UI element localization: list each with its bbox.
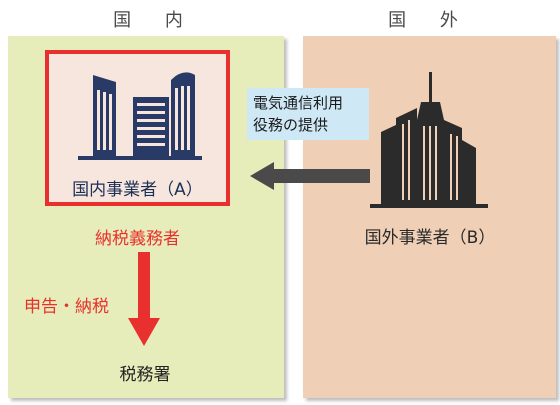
domestic-business-box bbox=[45, 50, 230, 206]
service-callout: 電気通信利用 役務の提供 bbox=[247, 88, 369, 140]
service-line-1: 電気通信利用 bbox=[253, 94, 344, 112]
tax-office-label: 税務署 bbox=[119, 365, 171, 385]
foreign-business-label: 国外事業者（B） bbox=[364, 228, 496, 248]
domestic-business-label: 国内事業者（A） bbox=[72, 180, 203, 200]
taxpayer-label: 納税義務者 bbox=[95, 229, 180, 249]
filing-label: 申告・納税 bbox=[24, 297, 109, 317]
foreign-header: 国 外 bbox=[388, 10, 472, 31]
service-line-2: 役務の提供 bbox=[253, 116, 329, 134]
domestic-header: 国 内 bbox=[113, 10, 197, 31]
